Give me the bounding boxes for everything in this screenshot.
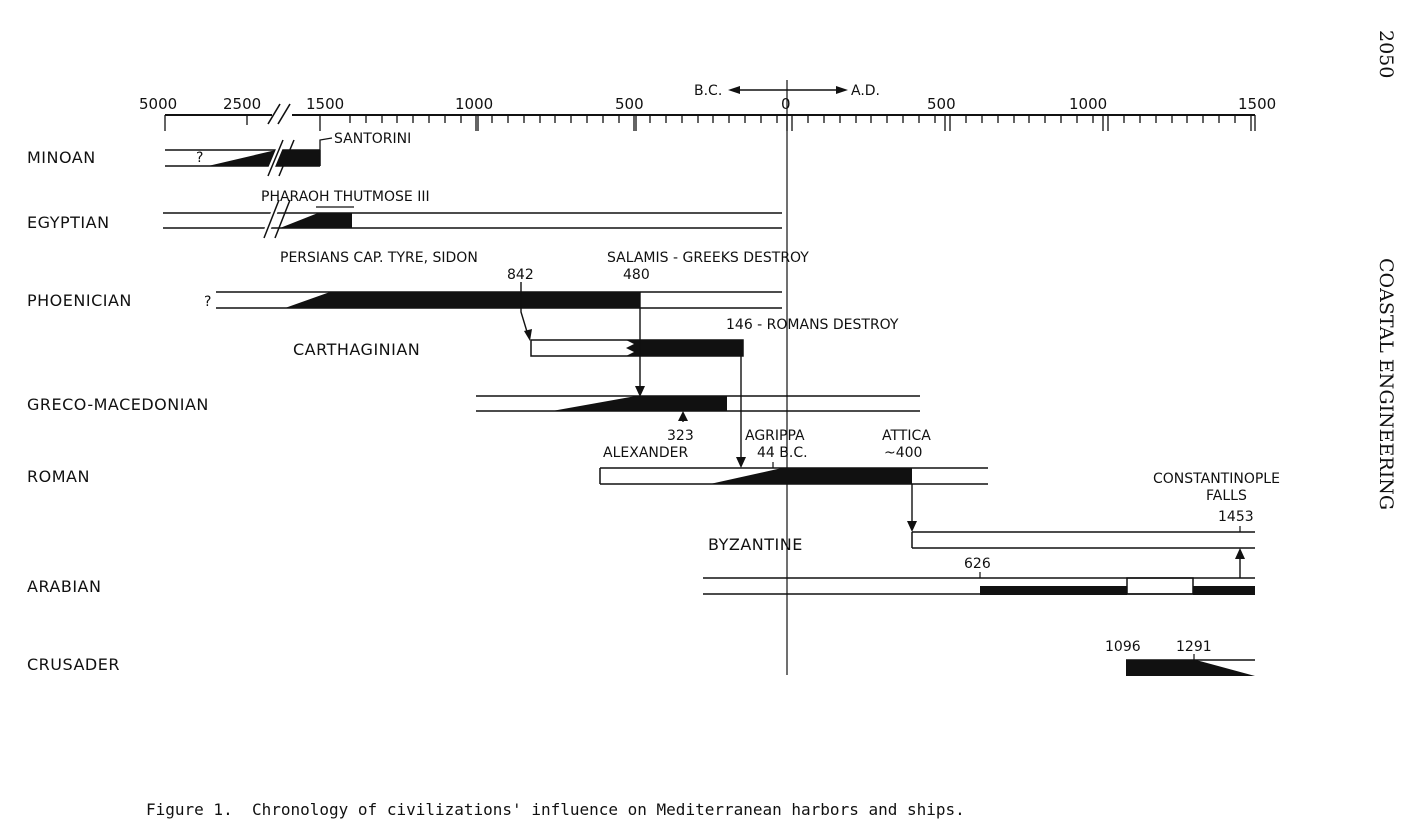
persians-label: PERSIANS CAP. TYRE, SIDON xyxy=(280,250,478,266)
greco-macedonian-band: GRECO-MACEDONIAN 323 ALEXANDER xyxy=(27,292,920,461)
tick-label-0: 0 xyxy=(781,95,791,113)
arrowhead xyxy=(635,386,645,397)
arrowhead xyxy=(907,521,917,532)
influence-wedge xyxy=(280,213,352,228)
bc-label: B.C. xyxy=(694,83,722,99)
time-axis: 5000 2500 1500 1000 500 0 500 1000 1500 … xyxy=(139,83,1276,131)
ad-arrowhead xyxy=(836,86,848,94)
year-1453-label: 1453 xyxy=(1218,509,1254,525)
arrowhead xyxy=(1235,548,1245,559)
tick-label-1000-ad: 1000 xyxy=(1069,95,1107,113)
falls-label: FALLS xyxy=(1206,488,1247,504)
influence-wedge xyxy=(552,396,727,411)
crusader-band: 1096 1291 CRUSADER xyxy=(27,639,1255,676)
arrow-842-to-carthage xyxy=(520,282,529,336)
civ-label-arabian: ARABIAN xyxy=(27,577,101,596)
band-gap-outline xyxy=(1126,577,1194,595)
alexander-label: ALEXANDER xyxy=(603,445,688,461)
influence-wedge xyxy=(208,150,320,166)
break-mark xyxy=(267,139,284,177)
tick-label-2500: 2500 xyxy=(223,95,261,113)
influence-block xyxy=(980,586,1127,595)
break-mark xyxy=(263,199,280,239)
ad-label: A.D. xyxy=(851,83,880,99)
santorini-leader xyxy=(319,137,333,150)
year-842-label: 842 xyxy=(507,267,534,283)
egyptian-band: EGYPTIAN PHARAOH THUTMOSE III xyxy=(27,189,782,240)
year-480-label: 480 xyxy=(623,267,650,283)
agrippa-year-label: 44 B.C. xyxy=(757,445,808,461)
year-626-label: 626 xyxy=(964,556,991,572)
axis-break-mark xyxy=(267,103,281,125)
tick-label-1000-bc: 1000 xyxy=(455,95,493,113)
arrowhead xyxy=(524,329,532,341)
agrippa-label: AGRIPPA xyxy=(745,428,805,444)
constantinople-label: CONSTANTINOPLE xyxy=(1153,471,1280,487)
civ-label-minoan: MINOAN xyxy=(27,148,96,167)
figure-caption: Figure 1. Chronology of civilizations' i… xyxy=(146,800,965,819)
minoan-band: MINOAN ? SANTORINI xyxy=(27,131,411,178)
running-head: COASTAL ENGINEERING xyxy=(1375,258,1397,510)
influence-wedge xyxy=(285,292,640,308)
tick-label-5000: 5000 xyxy=(139,95,177,113)
arrowhead xyxy=(678,411,688,421)
axis-break-mark xyxy=(277,103,291,125)
civ-label-egyptian: EGYPTIAN xyxy=(27,213,110,232)
civ-label-crusader: CRUSADER xyxy=(27,655,120,674)
romans-destroy-label: 146 - ROMANS DESTROY xyxy=(726,317,899,333)
year-1096-label: 1096 xyxy=(1105,639,1141,655)
unknown-start-mark: ? xyxy=(204,294,211,310)
axis-minor-ticks xyxy=(164,115,1256,131)
tick-label-1500: 1500 xyxy=(306,95,344,113)
unknown-start-mark: ? xyxy=(196,150,203,166)
year-323-label: 323 xyxy=(667,428,694,444)
carthaginian-band: 146 - ROMANS DESTROY CARTHAGINIAN xyxy=(293,282,899,359)
civ-label-phoenician: PHOENICIAN xyxy=(27,291,132,310)
arrowhead xyxy=(736,457,746,468)
break-mark xyxy=(278,139,295,177)
influence-block xyxy=(1193,586,1255,595)
tick-label-500-bc: 500 xyxy=(615,95,644,113)
civ-label-carthaginian: CARTHAGINIAN xyxy=(293,340,420,359)
attica-label: ATTICA xyxy=(882,428,931,444)
influence-block xyxy=(626,340,743,356)
salamis-label: SALAMIS - GREEKS DESTROY xyxy=(607,250,809,266)
civ-label-greco-macedonian: GRECO-MACEDONIAN xyxy=(27,395,209,414)
arabian-band: 626 ARABIAN xyxy=(27,556,1255,596)
influence-wedge xyxy=(710,468,912,484)
phoenician-band: PERSIANS CAP. TYRE, SIDON 842 SALAMIS - … xyxy=(27,250,809,310)
attica-year-label: ~400 xyxy=(884,445,922,461)
tick-label-500-ad: 500 xyxy=(927,95,956,113)
roman-band: AGRIPPA 44 B.C. ATTICA ~400 ROMAN xyxy=(27,340,988,486)
bc-arrowhead xyxy=(728,86,740,94)
page-number: 2050 xyxy=(1375,30,1397,78)
year-1291-label: 1291 xyxy=(1176,639,1212,655)
byzantine-band: BYZANTINE CONSTANTINOPLE FALLS 1453 xyxy=(708,471,1280,578)
tick-label-1500-ad: 1500 xyxy=(1238,95,1276,113)
civ-label-roman: ROMAN xyxy=(27,467,90,486)
influence-wedge xyxy=(1126,660,1255,676)
santorini-label: SANTORINI xyxy=(334,131,411,147)
civ-label-byzantine: BYZANTINE xyxy=(708,535,803,554)
break-mark xyxy=(274,199,291,239)
pharaoh-label: PHARAOH THUTMOSE III xyxy=(261,189,430,205)
